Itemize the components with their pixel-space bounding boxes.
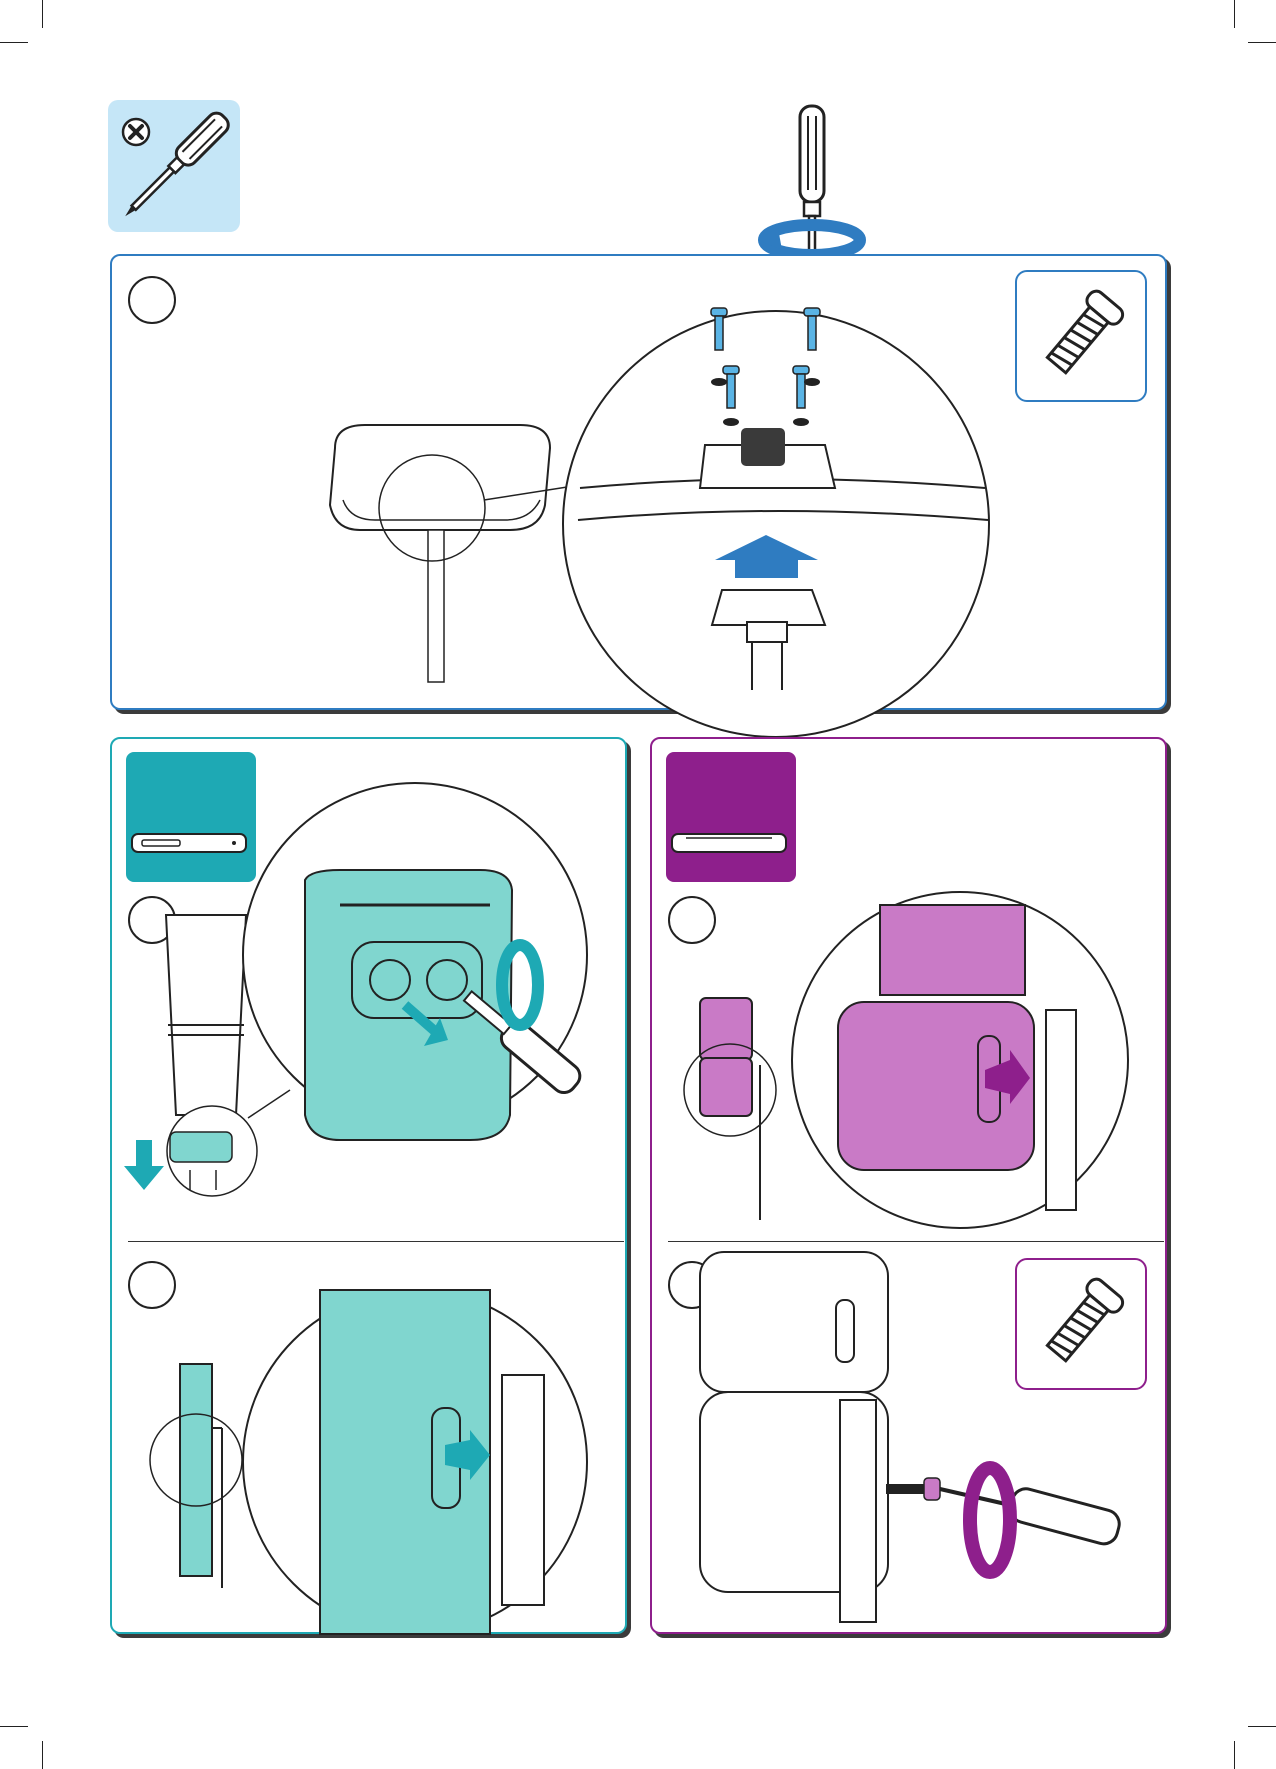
crop-mark-br-h: [1248, 1726, 1276, 1727]
crop-mark-bl-v: [42, 1741, 43, 1769]
crop-mark-bl-h: [0, 1726, 28, 1727]
screw-icon: [1017, 1260, 1145, 1388]
crop-mark-br-v: [1234, 1741, 1235, 1769]
screw-detail-box-purple: [1015, 1258, 1147, 1390]
purple-lower-illustration: [0, 0, 1276, 1650]
